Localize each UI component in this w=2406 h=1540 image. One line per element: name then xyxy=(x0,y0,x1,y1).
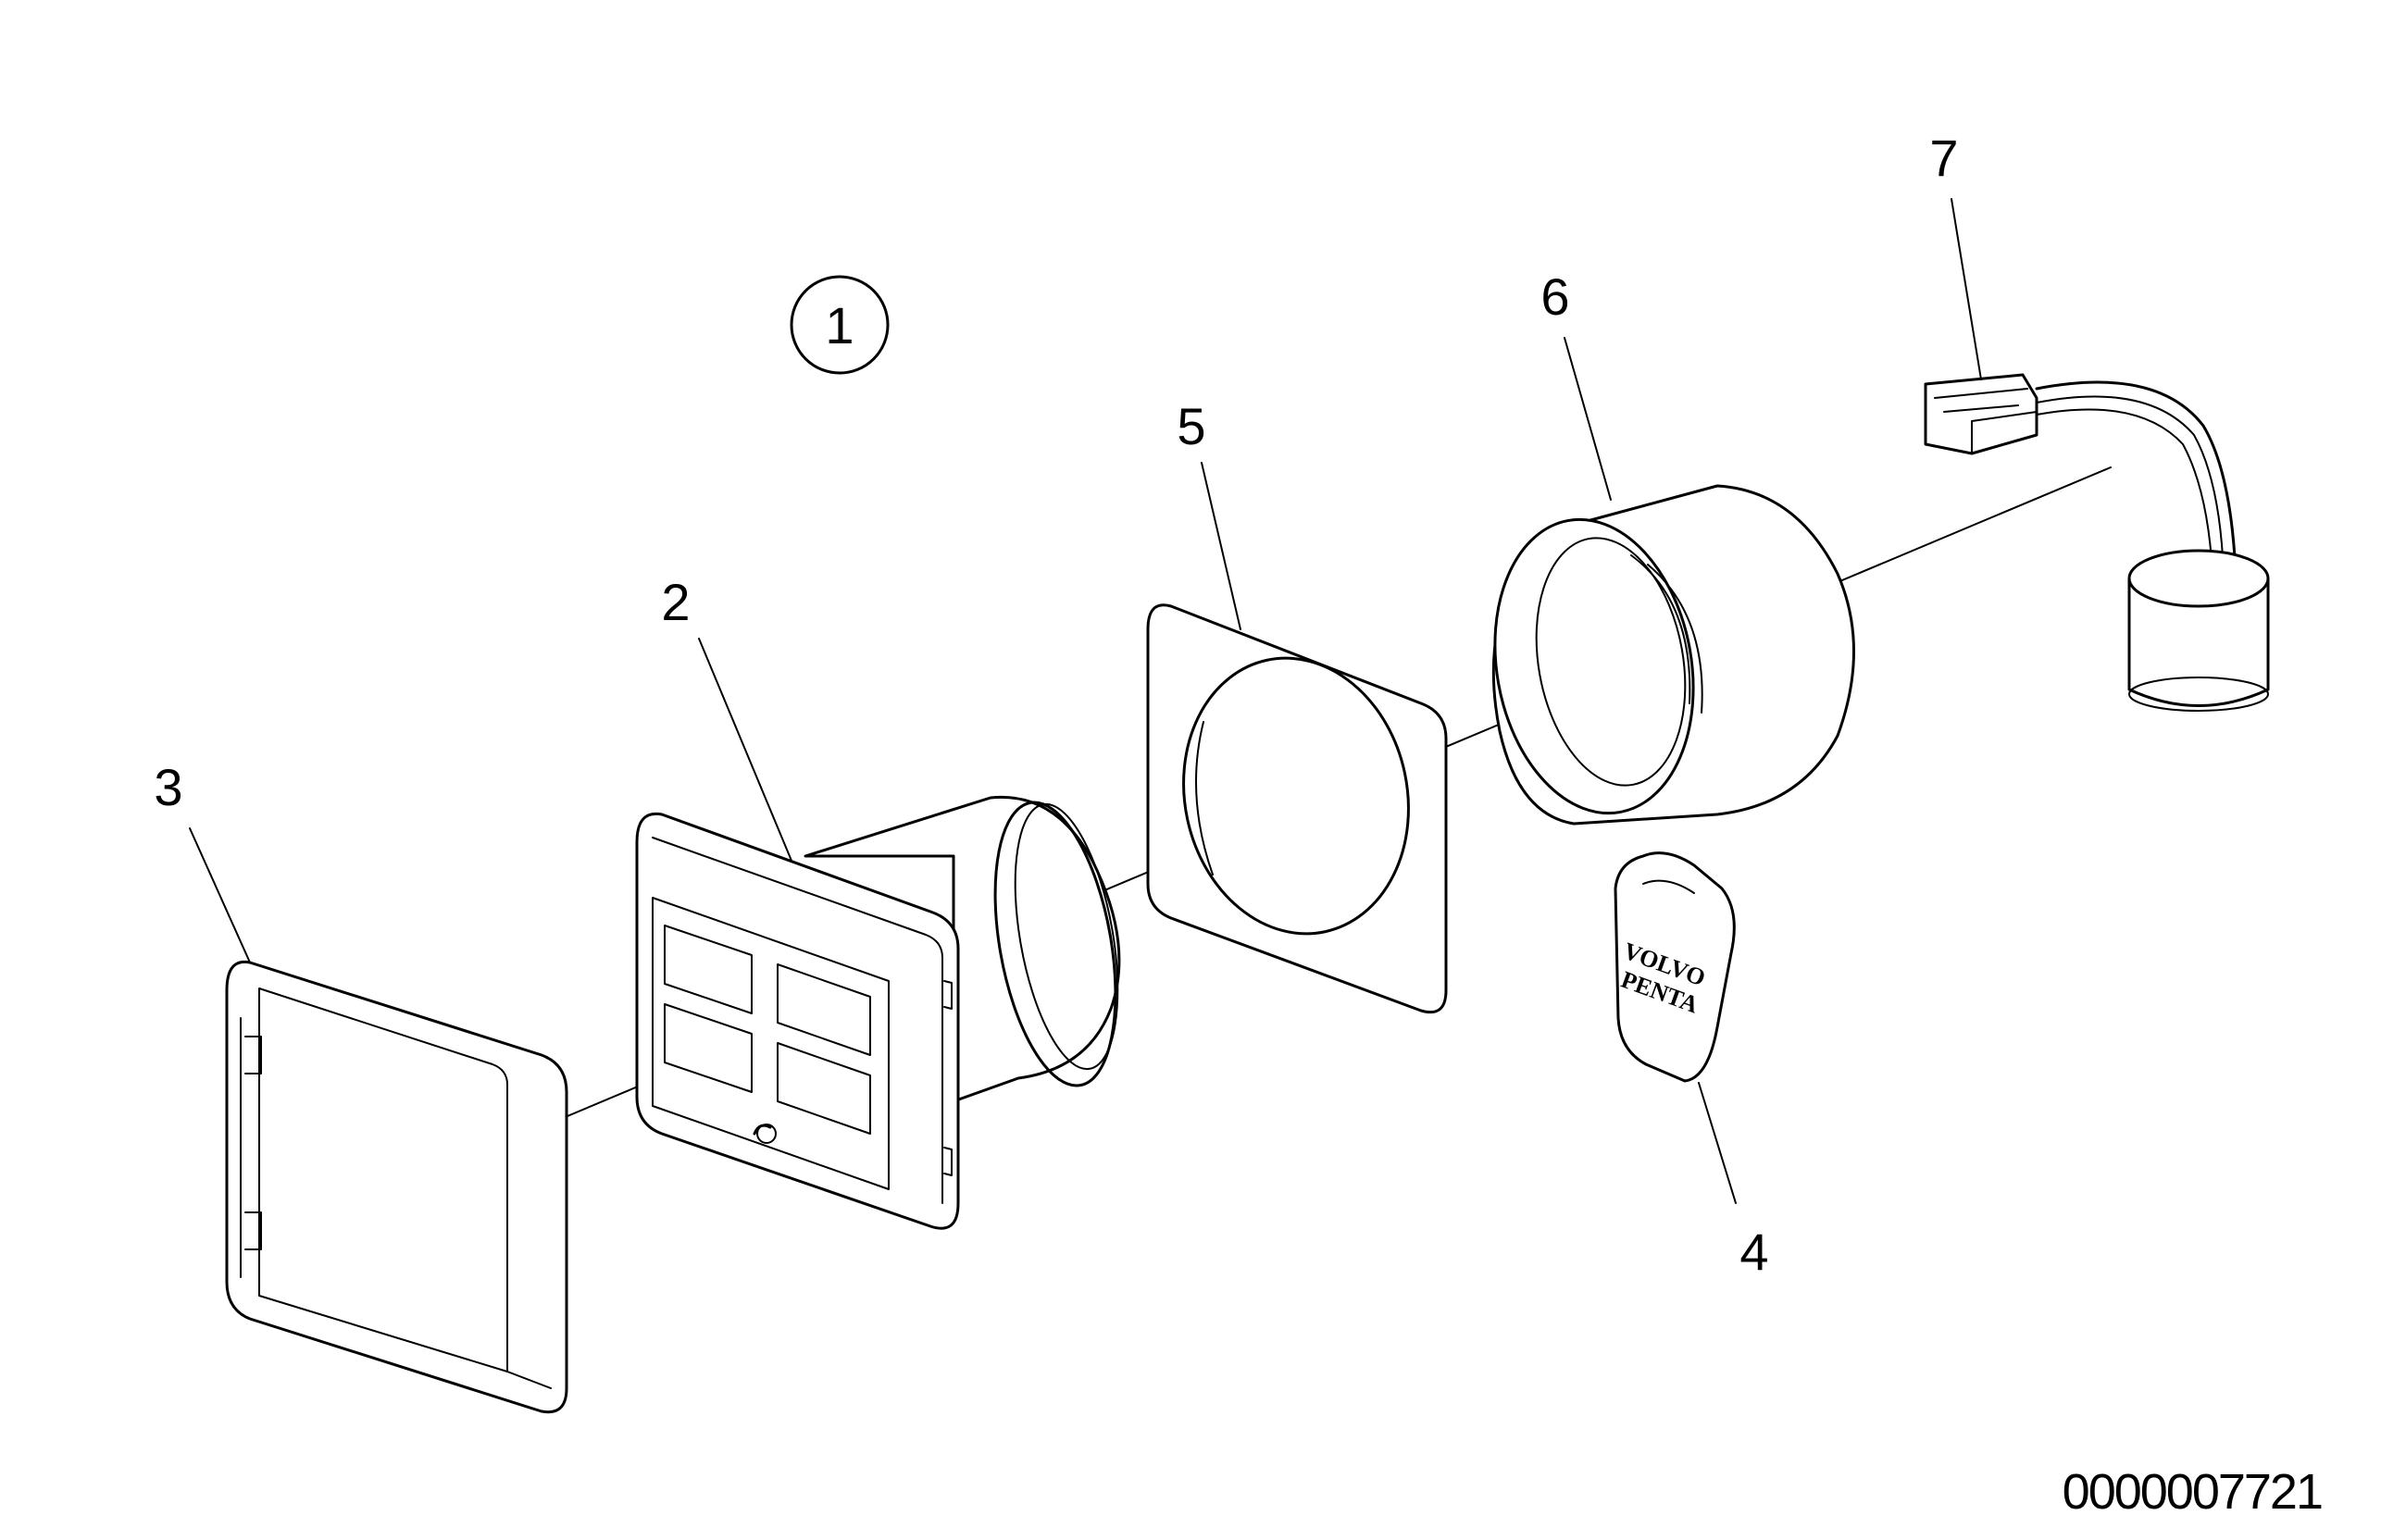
part-labels: 2 3 4 5 6 7 xyxy=(154,129,1958,1281)
part-label-3: 3 xyxy=(154,758,182,816)
control-panel xyxy=(635,795,1121,1230)
front-bezel-frame xyxy=(225,960,568,1414)
part-label-7: 7 xyxy=(1929,129,1958,187)
leader-lines xyxy=(189,198,1982,1204)
knurled-ring xyxy=(1491,484,1855,826)
panel-logo-mark-icon xyxy=(753,1124,777,1144)
part-label-2: 2 xyxy=(661,573,690,631)
assembly-label: 1 xyxy=(825,296,854,354)
sensor-with-connector xyxy=(1924,373,2270,712)
drawing-number: 0000007721 xyxy=(2063,1464,2322,1520)
part-label-4: 4 xyxy=(1739,1223,1768,1281)
part-label-5: 5 xyxy=(1177,397,1205,455)
key-fob-tag: VOLVO PENTA xyxy=(1614,851,1736,1083)
gasket-plate xyxy=(1146,603,1448,1014)
part-label-6: 6 xyxy=(1540,267,1569,326)
assembly-callout: 1 xyxy=(790,275,890,375)
